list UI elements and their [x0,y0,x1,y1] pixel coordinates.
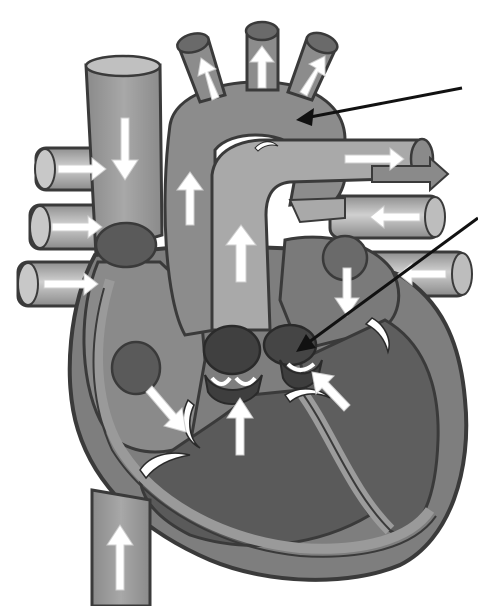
opening-superior [96,223,156,267]
aortic-valve [204,326,260,374]
